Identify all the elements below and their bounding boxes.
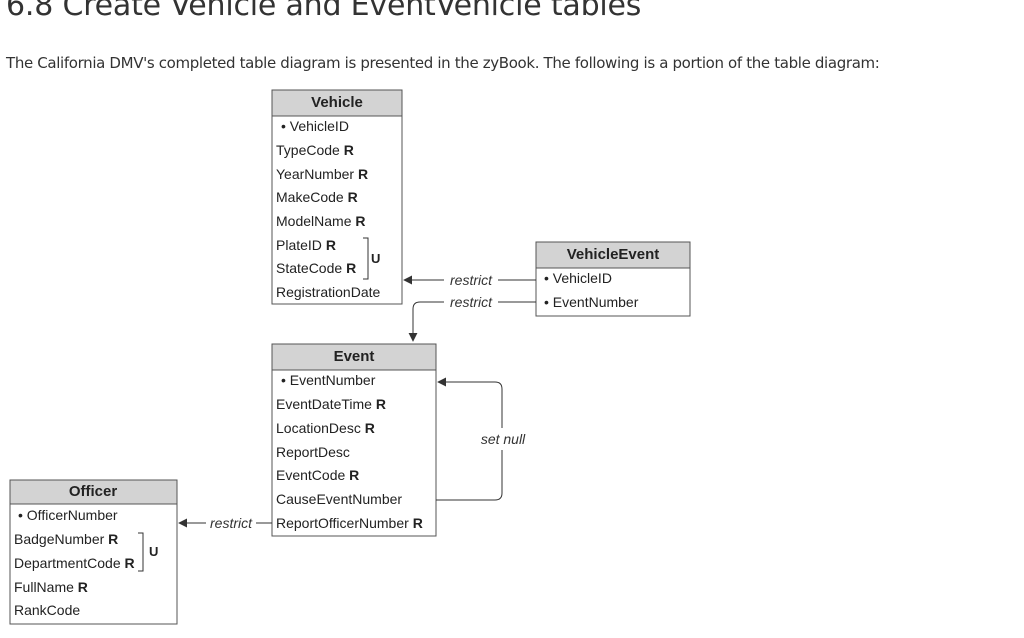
vehicle-event-field-eventnumber: • EventNumber [544,294,639,310]
officer-field-officernumber: • OfficerNumber [18,507,118,523]
vehicle-event-table-header [535,241,691,269]
officer-field-rankcode: RankCode [14,602,80,618]
vehicle-field-makecode: MakeCode R [276,189,358,205]
vehicle-table: Vehicle • VehicleID TypeCode R YearNumbe… [271,89,403,305]
officer-field-badgenumber: BadgeNumber R [14,531,118,547]
event-table-header [271,343,437,371]
page-title: 6.8 Create Vehicle and EventVehicle tabl… [6,0,642,23]
event-field-reportdesc: ReportDesc [276,444,350,460]
officer-field-fullname: FullName R [14,579,88,595]
vehicle-field-typecode: TypeCode R [276,142,354,158]
vehicle-event-table-name: VehicleEvent [567,246,660,263]
vehicle-unique-mark: U [371,251,380,266]
vehicle-field-plateid: PlateID R [276,237,336,253]
cause-fk-label: set null [481,431,526,447]
intro-text: The California DMV's completed table dia… [6,54,880,72]
vehicle-field-statecode: StateCode R [276,260,356,276]
officer-field-departmentcode: DepartmentCode R [14,555,135,571]
vehicle-field-modelname: ModelName R [276,213,366,229]
event-field-locationdesc: LocationDesc R [276,420,375,436]
vehicle-event-table-body [535,267,691,317]
officer-fk-label: restrict [210,515,253,531]
event-field-reportofficernumber: ReportOfficerNumber R [276,515,423,531]
officer-table: Officer • OfficerNumber BadgeNumber R De… [9,479,178,625]
vehicle-fk-label: restrict [450,272,493,288]
officer-unique-bracket [138,532,144,572]
vehicle-table-body [271,115,403,305]
event-table-name: Event [334,348,375,365]
vehicle-field-registrationdate: RegistrationDate [276,284,380,300]
officer-table-name: Officer [69,483,118,500]
event-fk-label: restrict [450,294,493,310]
vehicle-table-name: Vehicle [311,94,363,111]
vehicle-table-header [271,89,403,117]
vehicle-event-table: VehicleEvent • VehicleID • EventNumber [535,241,691,317]
event-field-causeeventnumber: CauseEventNumber [276,491,402,507]
officer-table-body [9,503,178,625]
cause-fk-connector: set null [436,377,526,501]
officer-fk-connector: restrict [178,515,272,531]
event-fk-connector: restrict [408,294,536,342]
event-table-body [271,369,437,537]
officer-table-header [9,479,178,505]
vehicle-field-vehicleid: • VehicleID [281,118,349,134]
event-field-eventdatetime: EventDateTime R [276,396,386,412]
event-table: Event • EventNumber EventDateTime R Loca… [271,343,437,537]
vehicle-fk-connector: restrict [403,272,536,288]
event-fk-arrow [408,301,444,342]
event-field-eventcode: EventCode R [276,467,359,483]
vehicle-event-field-vehicleid: • VehicleID [544,270,612,286]
vehicle-unique-bracket [363,237,369,280]
vehicle-field-yearnumber: YearNumber R [276,166,368,182]
cause-fk-line-lower [436,450,503,501]
cause-fk-arrow [437,377,503,428]
officer-unique-mark: U [149,544,158,559]
event-field-eventnumber: • EventNumber [281,372,376,388]
